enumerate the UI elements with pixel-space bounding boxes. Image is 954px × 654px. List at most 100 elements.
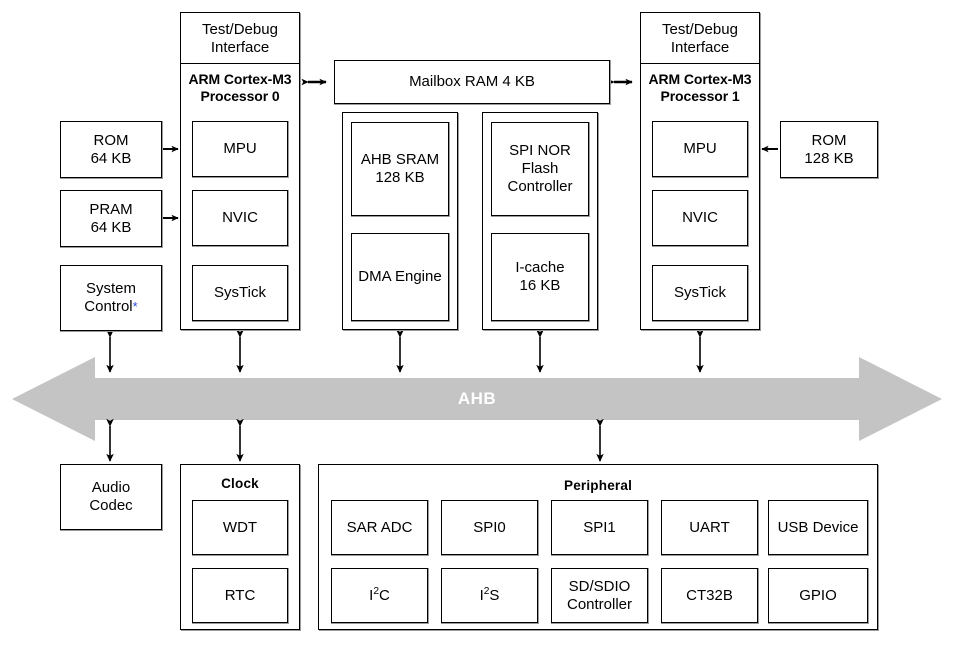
ahb-sram-line1: AHB SRAM xyxy=(360,151,440,169)
ct32b-block[interactable]: CT32B xyxy=(661,568,758,623)
cpu1-debug-label: Test/Debug Interface xyxy=(641,21,759,57)
i-cache-line2: 16 KB xyxy=(519,277,561,294)
rom-64kb-label: ROM 64 KB xyxy=(89,132,134,167)
i2c-label: I2C xyxy=(367,585,392,605)
pram-64kb-label: PRAM 64 KB xyxy=(87,201,134,236)
cpu1-block-mpu-label: MPU xyxy=(683,140,717,158)
pram-64kb-line2: 64 KB xyxy=(90,218,132,236)
spi1-label: SPI1 xyxy=(583,518,616,536)
cpu1-name-line1: ARM Cortex-M3 xyxy=(648,71,752,87)
system-control-line2: Control xyxy=(84,298,133,315)
usb-device-label: USB Device xyxy=(777,518,859,536)
cpu0-name: ARM Cortex-M3 Processor 0 xyxy=(181,71,299,105)
rom-64kb-line1: ROM xyxy=(93,131,129,149)
wdt-block[interactable]: WDT xyxy=(192,500,288,555)
spi1-block[interactable]: SPI1 xyxy=(551,500,648,555)
i2s-post: S xyxy=(489,586,500,604)
cpu0-debug-label: Test/Debug Interface xyxy=(181,21,299,57)
audio-codec-label: Audio Codec xyxy=(87,479,134,514)
clock-group-title: Clock xyxy=(221,476,259,491)
i2c-pre: I xyxy=(369,586,374,604)
system-control-block[interactable]: System Control* xyxy=(60,265,162,331)
cpu1-block-systick[interactable]: SysTick xyxy=(652,265,748,321)
cpu0-block-systick[interactable]: SysTick xyxy=(192,265,288,321)
rom-128kb-line2: 128 KB xyxy=(804,149,854,167)
ahb-sram-label: AHB SRAM 128 KB xyxy=(359,151,441,186)
dma-engine-block[interactable]: DMA Engine xyxy=(351,233,449,321)
cpu0-block-systick-label: SysTick xyxy=(214,284,266,302)
spi-nor-flash-controller-block[interactable]: SPI NOR Flash Controller xyxy=(491,122,589,216)
ahb-bus-label: AHB xyxy=(457,389,497,408)
cpu0-name-line1: ARM Cortex-M3 xyxy=(188,71,292,87)
cpu0-debug-line1: Test/Debug xyxy=(202,21,278,38)
dma-engine-label: DMA Engine xyxy=(358,268,442,286)
cpu1-debug-line1: Test/Debug xyxy=(662,21,738,38)
spi0-block[interactable]: SPI0 xyxy=(441,500,538,555)
usb-device-block[interactable]: USB Device xyxy=(768,500,868,555)
rom-64kb-line2: 64 KB xyxy=(90,149,132,167)
i-cache-line1: I-cache xyxy=(515,259,565,277)
spi-nor-line2: Flash xyxy=(521,160,559,178)
wdt-label: WDT xyxy=(222,518,258,536)
system-control-label: System Control* xyxy=(82,280,139,315)
cpu0-block-nvic[interactable]: NVIC xyxy=(192,190,288,246)
sar-adc-block[interactable]: SAR ADC xyxy=(331,500,428,555)
mailbox-ram-label: Mailbox RAM 4 KB xyxy=(409,73,535,91)
rom-128kb-line1: ROM xyxy=(811,131,847,149)
rtc-label: RTC xyxy=(224,586,256,604)
i2c-post: C xyxy=(379,586,390,604)
cpu1-name-line2: Processor 1 xyxy=(660,87,740,104)
rom-64kb-block[interactable]: ROM 64 KB xyxy=(60,121,162,178)
spi0-label: SPI0 xyxy=(473,518,506,536)
bus-arrows-bottom xyxy=(106,418,604,462)
audio-codec-block[interactable]: Audio Codec xyxy=(60,464,162,530)
i2s-pre: I xyxy=(479,586,484,604)
cpu1-debug-line2: Interface xyxy=(670,39,730,56)
peripheral-group-title: Peripheral xyxy=(563,478,633,493)
cpu0-block-mpu[interactable]: MPU xyxy=(192,121,288,177)
mailbox-ram-block[interactable]: Mailbox RAM 4 KB xyxy=(334,60,610,104)
sd-sdio-line1: SD/SDIO xyxy=(568,577,631,595)
rtc-block[interactable]: RTC xyxy=(192,568,288,623)
i-cache-label: I-cache 16 KB xyxy=(513,259,566,294)
i-cache-block[interactable]: I-cache 16 KB xyxy=(491,233,589,321)
ct32b-label: CT32B xyxy=(686,586,733,604)
spi-nor-line1: SPI NOR xyxy=(509,142,571,160)
cpu0-name-line2: Processor 0 xyxy=(200,87,280,104)
cpu0-divider xyxy=(180,63,300,64)
audio-codec-line2: Codec xyxy=(89,497,133,514)
gpio-block[interactable]: GPIO xyxy=(768,568,868,623)
cpu1-block-nvic[interactable]: NVIC xyxy=(652,190,748,246)
i2c-block[interactable]: I2C xyxy=(331,568,428,623)
bus-arrows-top xyxy=(106,329,704,373)
cpu0-debug-line2: Interface xyxy=(210,39,270,56)
cpu1-block-systick-label: SysTick xyxy=(674,284,726,302)
cpu0-block-mpu-label: MPU xyxy=(223,140,257,158)
uart-label: UART xyxy=(689,518,730,536)
i2c-sup: 2 xyxy=(373,585,379,597)
cpu1-name: ARM Cortex-M3 Processor 1 xyxy=(641,71,759,105)
sd-sdio-controller-label: SD/SDIO Controller xyxy=(565,578,634,613)
gpio-label: GPIO xyxy=(799,586,837,604)
spi-nor-line3: Controller xyxy=(507,177,573,195)
ahb-sram-line2: 128 KB xyxy=(375,169,425,186)
cpu1-divider xyxy=(640,63,760,64)
cpu1-block-mpu[interactable]: MPU xyxy=(652,121,748,177)
uart-block[interactable]: UART xyxy=(661,500,758,555)
pram-64kb-line1: PRAM xyxy=(89,200,133,218)
cpu1-block-nvic-label: NVIC xyxy=(682,209,718,227)
pram-64kb-block[interactable]: PRAM 64 KB xyxy=(60,190,162,247)
ahb-sram-block[interactable]: AHB SRAM 128 KB xyxy=(351,122,449,216)
sd-sdio-line2: Controller xyxy=(566,595,633,613)
i2s-sup: 2 xyxy=(483,585,490,597)
i2s-block[interactable]: I2S xyxy=(441,568,538,623)
sar-adc-label: SAR ADC xyxy=(346,518,413,536)
i2s-label: I2S xyxy=(478,585,502,605)
cpu0-block-nvic-label: NVIC xyxy=(222,209,258,227)
sd-sdio-controller-block[interactable]: SD/SDIO Controller xyxy=(551,568,648,623)
rom-128kb-label: ROM 128 KB xyxy=(802,132,855,167)
spi-nor-flash-controller-label: SPI NOR Flash Controller xyxy=(505,142,574,195)
system-control-footnote-star: * xyxy=(132,299,138,314)
rom-128kb-block[interactable]: ROM 128 KB xyxy=(780,121,878,178)
